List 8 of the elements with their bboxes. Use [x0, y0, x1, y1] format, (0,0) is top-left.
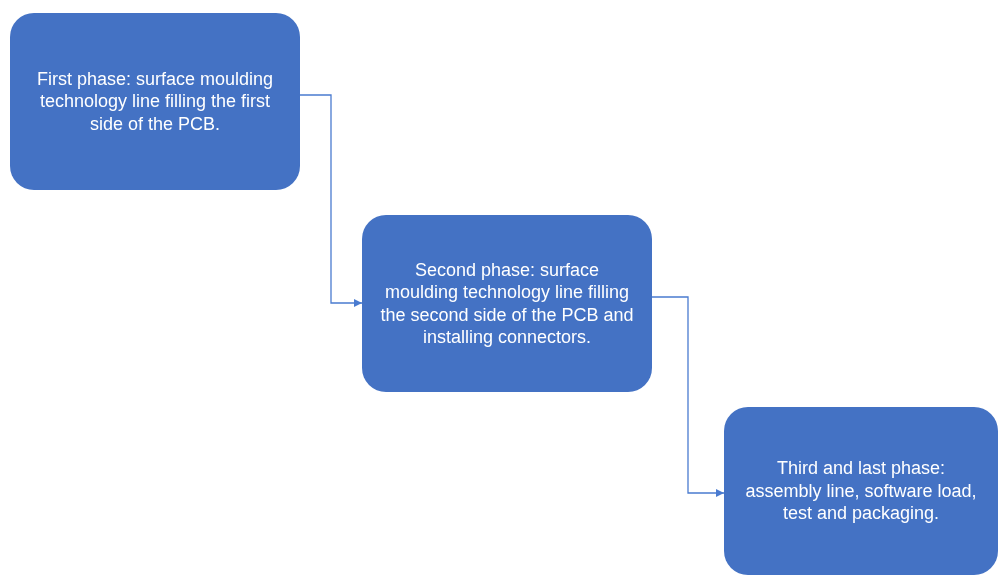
connector-arrow	[299, 94, 363, 307]
step-text: Second phase: surface moulding technology line filling the second side of the PCB and installing connectors.	[379, 258, 635, 349]
process-box	[362, 215, 652, 392]
process-box	[10, 13, 300, 190]
step-text: First phase: surface moulding technology line filling the first side of the PCB.	[35, 67, 275, 136]
step-text: Third and last phase: assembly line, software load, test and packaging.	[744, 457, 978, 525]
process-box	[724, 407, 998, 575]
connector-arrow	[651, 296, 725, 497]
